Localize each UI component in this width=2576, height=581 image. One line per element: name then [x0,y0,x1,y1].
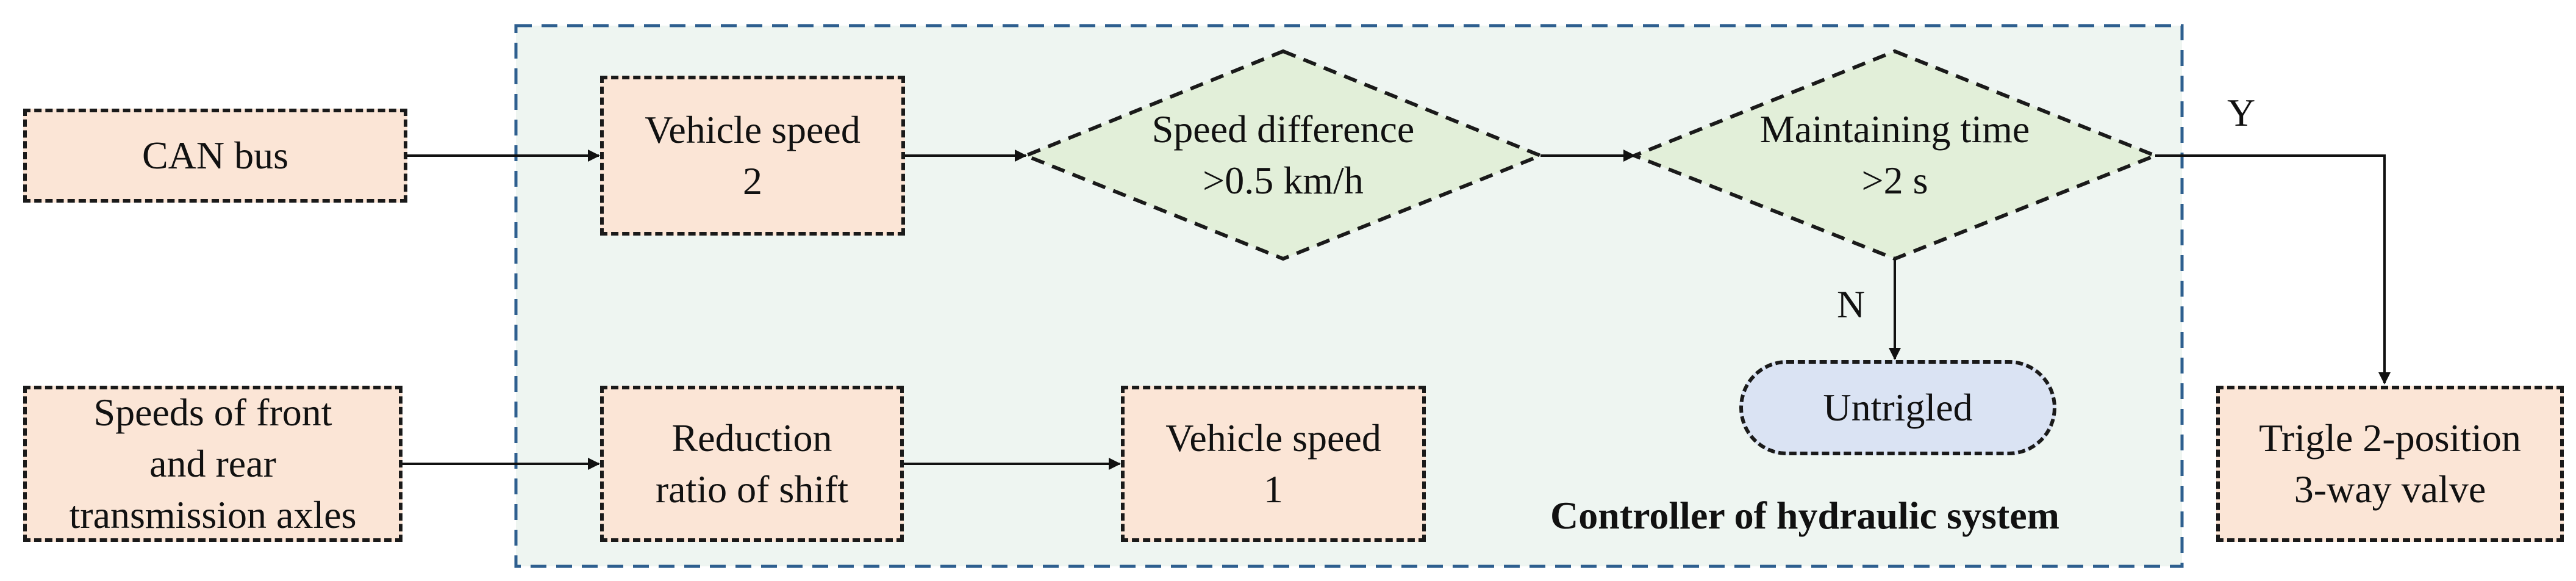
vehicle-speed-1-label: Vehicle speed 1 [1165,416,1381,511]
controller-title: Controller of hydraulic system [1550,494,2059,537]
edge-maintaining-time-yes [2155,154,2391,384]
untriggered-label: Untrigled [1823,386,1973,429]
reduction-ratio-box: Reduction ratio of shift [600,386,904,542]
speed-difference-label: Speed difference >0.5 km/h [1151,107,1415,202]
axle-speeds-label: Speeds of front and rear transmission ax… [69,391,357,536]
speed-difference-diamond [1020,49,1546,261]
vehicle-speed-2-box: Vehicle speed 2 [600,76,905,236]
untriggered-terminal: Untrigled [1739,360,2056,455]
yes-branch-label: Y [2227,91,2256,134]
vehicle-speed-1-box: Vehicle speed 1 [1121,386,1426,542]
vehicle-speed-2-label: Vehicle speed 2 [645,108,860,203]
reduction-ratio-label: Reduction ratio of shift [655,416,849,511]
maintaining-time-label: Maintaining time >2 s [1759,107,2030,202]
can-bus-label: CAN bus [141,134,289,177]
can-bus-box: CAN bus [23,109,407,203]
no-branch-label: N [1837,283,1866,326]
trigger-valve-box: Trigle 2-position 3-way valve [2216,386,2564,542]
axle-speeds-box: Speeds of front and rear transmission ax… [23,386,402,542]
trigger-valve-label: Trigle 2-position 3-way valve [2259,416,2521,511]
